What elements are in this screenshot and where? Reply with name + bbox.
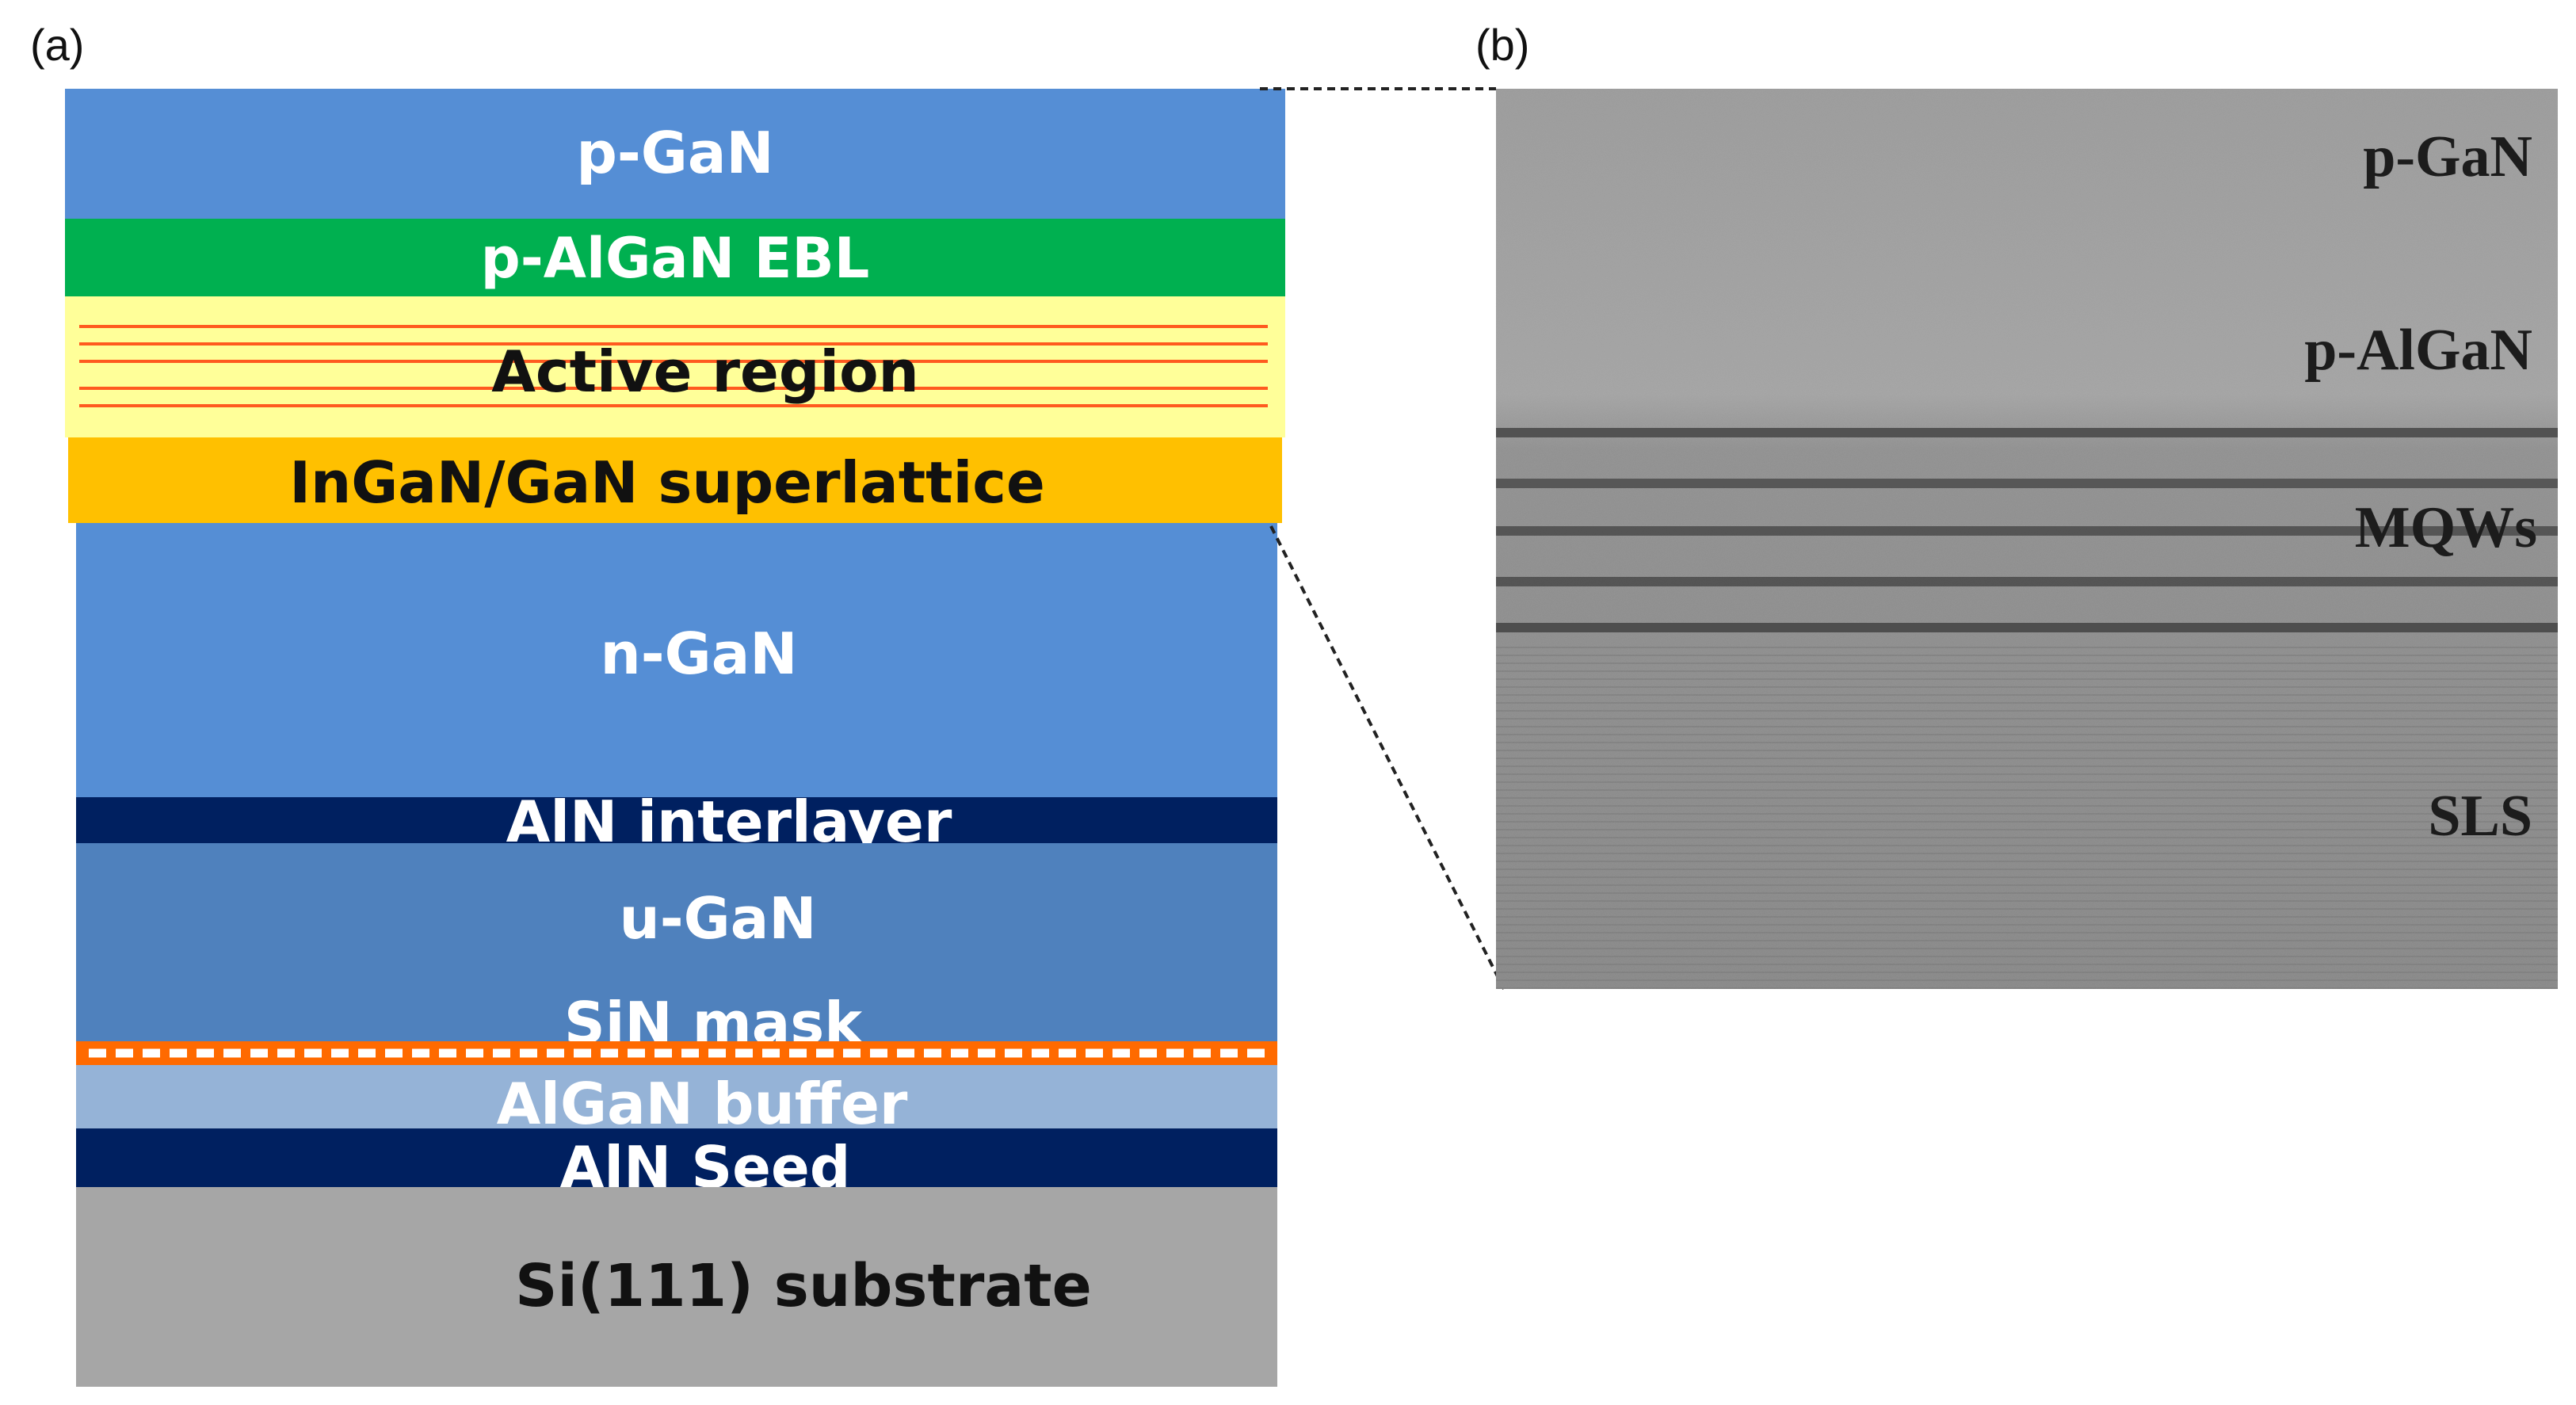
layer-ingan-gan-superlattice bbox=[68, 437, 1282, 523]
layer-algan-buffer bbox=[76, 1065, 1277, 1128]
layer-p-algan-ebl bbox=[65, 219, 1285, 296]
layer-n-gan bbox=[76, 523, 1277, 797]
tem-image: p-GaN p-AlGaN MQWs SLS bbox=[1496, 89, 2558, 989]
tem-label-mqws: MQWs bbox=[2355, 495, 2537, 560]
zoom-connector bbox=[1260, 87, 1506, 990]
panel-label-b: (b) bbox=[1475, 20, 1529, 70]
layer-active-region-label: Active region bbox=[491, 338, 919, 405]
tem-label-p-algan: p-AlGaN bbox=[2304, 318, 2532, 383]
layer-u-gan bbox=[76, 843, 1277, 1041]
layer-p-gan bbox=[65, 89, 1285, 219]
layer-p-algan-ebl-label: p-AlGaN EBL bbox=[481, 226, 870, 291]
layer-si-substrate bbox=[76, 1187, 1277, 1387]
layer-superlattice-label: InGaN/GaN superlattice bbox=[289, 449, 1045, 516]
active-region-qw-lines bbox=[79, 325, 1268, 407]
tem-label-sls: SLS bbox=[2428, 784, 2532, 849]
layer-p-gan-label: p-GaN bbox=[576, 120, 773, 186]
tem-grain bbox=[1496, 89, 2558, 989]
zoom-line-bottom bbox=[1269, 525, 1506, 990]
tem-label-p-gan: p-GaN bbox=[2363, 124, 2532, 189]
panel-label-a: (a) bbox=[30, 20, 84, 70]
tem-mqw-lines bbox=[1496, 428, 2558, 632]
layer-stack: p-GaN p-AlGaN EBL Active region InGaN/Ga… bbox=[65, 89, 1285, 1387]
layer-active-region bbox=[65, 296, 1285, 437]
layer-u-gan-label: u-GaN bbox=[619, 885, 816, 952]
layer-n-gan-label: n-GaN bbox=[600, 620, 797, 687]
layer-aln-interlayer bbox=[76, 797, 1277, 843]
layer-aln-seed bbox=[76, 1128, 1277, 1187]
sin-mask-band bbox=[76, 1041, 1277, 1065]
layer-algan-buffer-label: AlGaN buffer bbox=[497, 1071, 908, 1137]
layer-si-substrate-label: Si(111) substrate bbox=[515, 1252, 1092, 1320]
